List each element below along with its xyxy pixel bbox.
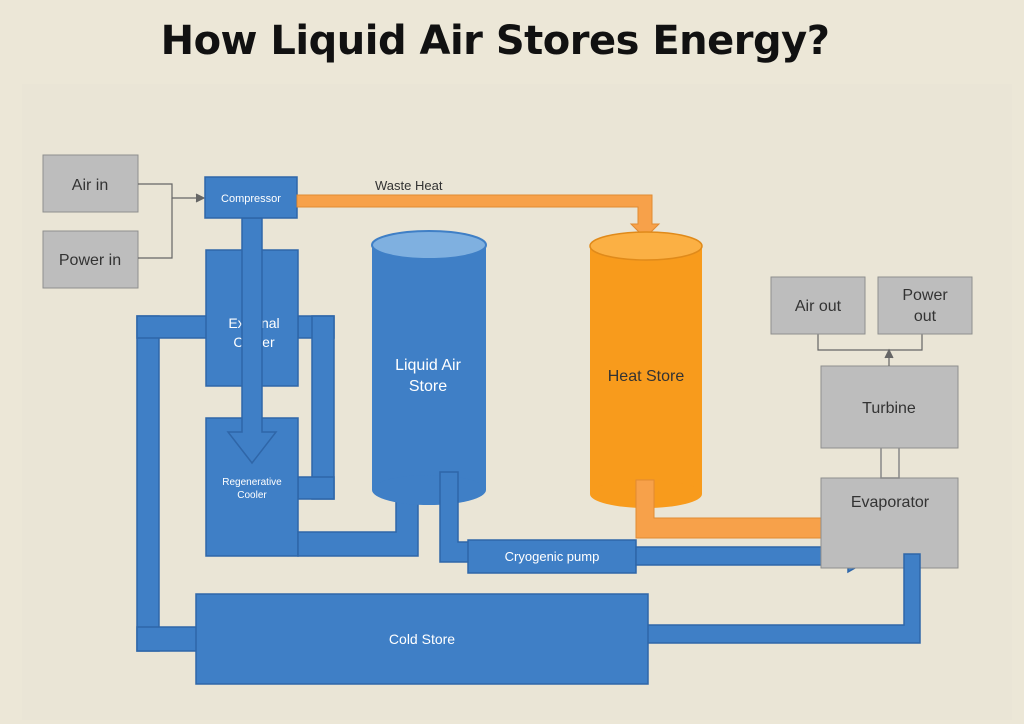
liquid-air-store-label-2: Store — [409, 378, 447, 395]
cryogenic-pump-label: Cryogenic pump — [505, 549, 600, 564]
compressor: Compressor — [204, 176, 298, 219]
regenerative-cooler-label-2: Cooler — [237, 490, 267, 501]
air-in-box: Air in — [42, 154, 139, 213]
heat-store-label: Heat Store — [608, 368, 685, 385]
page-title: How Liquid Air Stores Energy? — [160, 18, 830, 64]
evaporator: Evaporator — [820, 477, 959, 569]
cold-store: Cold Store — [195, 593, 649, 685]
air-out-box: Air out — [770, 276, 866, 335]
waste-heat-pipe: Waste Heat — [296, 178, 661, 239]
input-connectors — [138, 183, 206, 259]
liquid-air-store: Liquid Air Store — [371, 230, 487, 505]
power-out-label-2: out — [914, 308, 937, 325]
power-out-label-1: Power — [902, 287, 948, 304]
cold-store-label: Cold Store — [389, 631, 455, 647]
heat-store: Heat Store — [589, 231, 703, 508]
power-in-label: Power in — [59, 252, 121, 269]
cryogenic-pump: Cryogenic pump — [467, 539, 637, 574]
output-connectors — [817, 334, 923, 366]
waste-heat-label: Waste Heat — [375, 178, 443, 193]
air-out-label: Air out — [795, 298, 842, 315]
liquid-air-store-label-1: Liquid Air — [395, 357, 461, 374]
air-in-label: Air in — [72, 177, 108, 194]
compressed-air-down-arrow — [226, 217, 278, 465]
regenerative-cooler-label-1: Regenerative — [222, 477, 282, 488]
evaporator-label: Evaporator — [851, 494, 930, 511]
power-out-box: Power out — [877, 276, 973, 335]
cold-loop-pipe — [136, 315, 335, 652]
compressor-label: Compressor — [221, 193, 281, 205]
turbine: Turbine — [820, 365, 959, 449]
power-in-box: Power in — [42, 230, 139, 289]
turbine-label: Turbine — [862, 400, 916, 417]
